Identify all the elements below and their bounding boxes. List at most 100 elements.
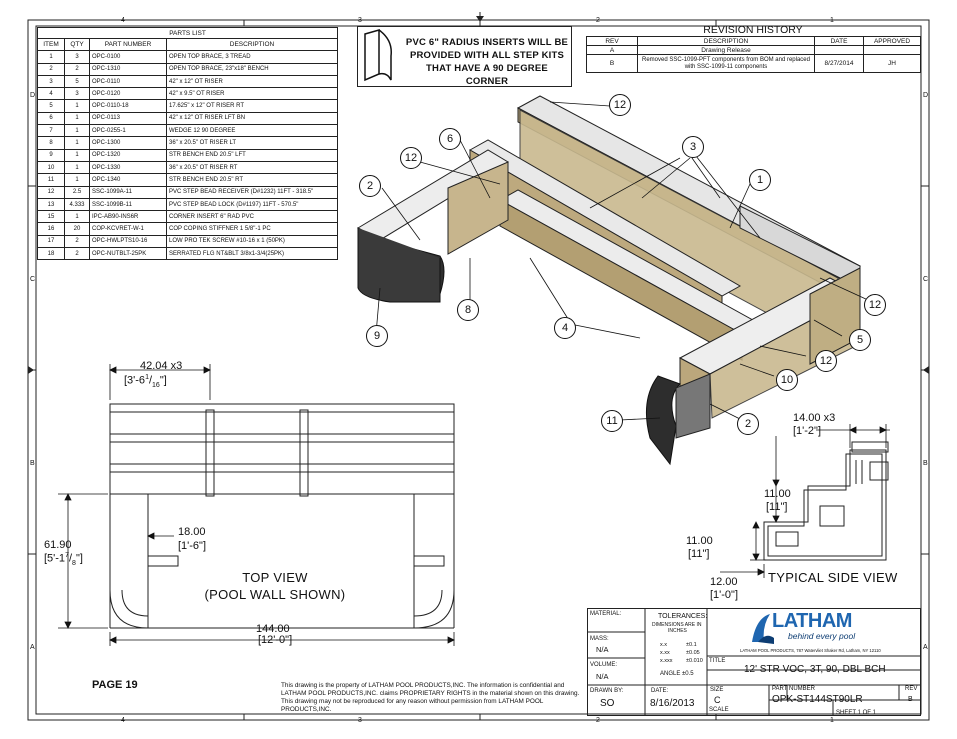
rev-a-desc: Drawing Release [637, 45, 815, 55]
tb-title-label: TITLE [709, 658, 726, 664]
parts-cell-qty: 3 [64, 87, 90, 101]
parts-cell-qty: 2.5 [64, 185, 90, 199]
parts-cell-item: 2 [37, 62, 65, 76]
tb-drawn-label: DRAWN BY: [590, 688, 624, 694]
tb-date-label: DATE: [651, 688, 669, 694]
parts-cell-qty: 1 [64, 210, 90, 224]
parts-cell-part: OPC-0100 [89, 50, 167, 64]
zone-label-top-3: 3 [358, 17, 362, 24]
parts-cell-item: 4 [37, 87, 65, 101]
zone-label-left-c: C [30, 276, 36, 283]
parts-cell-desc: 36" x 20.5" OT RISER LT [166, 136, 338, 150]
parts-header-qty: QTY [64, 37, 90, 52]
parts-cell-qty: 1 [64, 136, 90, 150]
revision-title: REVISION HISTORY [703, 24, 803, 36]
note-box [357, 26, 572, 87]
parts-cell-part: COP-KCVRET-W-1 [89, 222, 167, 236]
tb-part-value: OPK-ST144ST90LR [772, 694, 863, 705]
top-dim-61-frac-num: 7 [65, 552, 69, 559]
parts-cell-item: 17 [37, 234, 65, 249]
revision-table: REV DESCRIPTION DATE APPROVED A Drawing … [586, 36, 921, 73]
tb-rev-value: B [908, 696, 913, 703]
parts-cell-item: 5 [37, 99, 65, 113]
item-balloon: 9 [366, 325, 388, 347]
item-balloon: 3 [682, 136, 704, 158]
zone-label-bottom-2: 2 [596, 717, 600, 724]
top-dim-144-imperial: [12'-0"] [258, 634, 293, 646]
zone-label-left-a: A [30, 644, 35, 651]
parts-cell-desc: 42" x 12" OT RISER [166, 74, 338, 89]
top-dim-61-feet: [5'-1 [44, 552, 66, 565]
rev-a-approved [863, 45, 921, 55]
tb-mass-label: MASS: [590, 636, 609, 642]
note-line-2: PROVIDED WITH ALL STEP KITS [409, 50, 565, 61]
rev-a-rev: A [586, 45, 638, 55]
item-balloon: 12 [609, 94, 631, 116]
item-balloon: 2 [737, 413, 759, 435]
zone-label-left-d: D [30, 92, 36, 99]
note-line-1: PVC 6" RADIUS INSERTS WILL BE [405, 37, 569, 48]
tb-tolerance-value: ±0.05 [686, 650, 700, 656]
iso-left-bench [356, 149, 509, 303]
parts-cell-item: 1 [37, 50, 65, 64]
zone-label-right-c: C [923, 276, 929, 283]
item-balloon: 5 [849, 329, 871, 351]
parts-cell-qty: 1 [64, 173, 90, 187]
tb-tolerance-format: x.x [660, 642, 668, 648]
tb-tolerances-label: TOLERANCES: [658, 613, 708, 620]
rev-a-date [814, 45, 864, 55]
tb-address: LATHAM POOL PRODUCTS, 787 Watervliet Sha… [740, 648, 881, 653]
side-dim-14: 14.00 x3 [793, 412, 836, 424]
parts-cell-part: OPC-1310 [89, 62, 167, 76]
parts-cell-item: 6 [37, 111, 65, 126]
parts-cell-item: 11 [37, 173, 65, 187]
parts-cell-qty: 2 [64, 62, 90, 76]
top-dim-42-frac-den: 16 [152, 381, 160, 389]
parts-header-part: PART NUMBER [89, 37, 167, 52]
top-view-drawing [58, 364, 455, 646]
tb-rev-label: REV [905, 686, 918, 692]
side-dim-11-step: 11.00 [764, 488, 791, 500]
parts-cell-part: SSC-1099A-11 [89, 185, 167, 199]
parts-cell-desc: 17.625" x 12" OT RISER RT [166, 99, 338, 113]
parts-header-desc: DESCRIPTION [166, 37, 338, 52]
zone-label-top-4: 4 [121, 17, 125, 24]
title-block-frame [587, 608, 921, 716]
legal-notice: This drawing is the property of LATHAM P… [281, 682, 580, 713]
parts-cell-qty: 1 [64, 111, 90, 126]
item-balloon: 12 [400, 147, 422, 169]
parts-cell-desc: CORNER INSERT 6" RAD PVC [166, 210, 338, 224]
tb-size-label: SIZE [710, 687, 724, 693]
zone-label-left-b: B [30, 460, 35, 467]
top-dim-42: 42.04 x3 [140, 360, 183, 372]
rev-b-rev: B [586, 54, 638, 73]
side-dim-14-imperial: [1'-2"] [793, 425, 822, 437]
top-dim-18: 18.00 [178, 526, 206, 538]
tb-volume-value: N/A [596, 672, 609, 681]
rev-header-rev: REV [586, 36, 638, 46]
note-line-3: THAT HAVE A 90 DEGREE CORNER [426, 63, 548, 87]
tb-scale-label: SCALE [709, 707, 729, 713]
parts-list-table: PARTS LIST ITEM QTY PART NUMBER DESCRIPT… [37, 27, 338, 261]
parts-cell-item: 12 [37, 185, 65, 199]
side-view-drawing [720, 424, 890, 578]
tb-sheet-value: SHEET 1 OF 1 [836, 710, 876, 716]
parts-cell-item: 3 [37, 74, 65, 89]
top-view-label-1: TOP VIEW [242, 570, 308, 585]
parts-cell-desc: 42" x 9.5" OT RISER [166, 87, 338, 101]
top-view-label-2: (POOL WALL SHOWN) [204, 587, 346, 602]
parts-cell-part: OPC-0120 [89, 87, 167, 101]
parts-cell-qty: 1 [64, 99, 90, 113]
parts-cell-desc: STR BENCH END 20.5" LFT [166, 148, 338, 162]
zone-label-right-b: B [923, 460, 928, 467]
zone-label-top-2: 2 [596, 17, 600, 24]
parts-cell-desc: WEDGE 12 90 DEGREE [166, 124, 338, 138]
